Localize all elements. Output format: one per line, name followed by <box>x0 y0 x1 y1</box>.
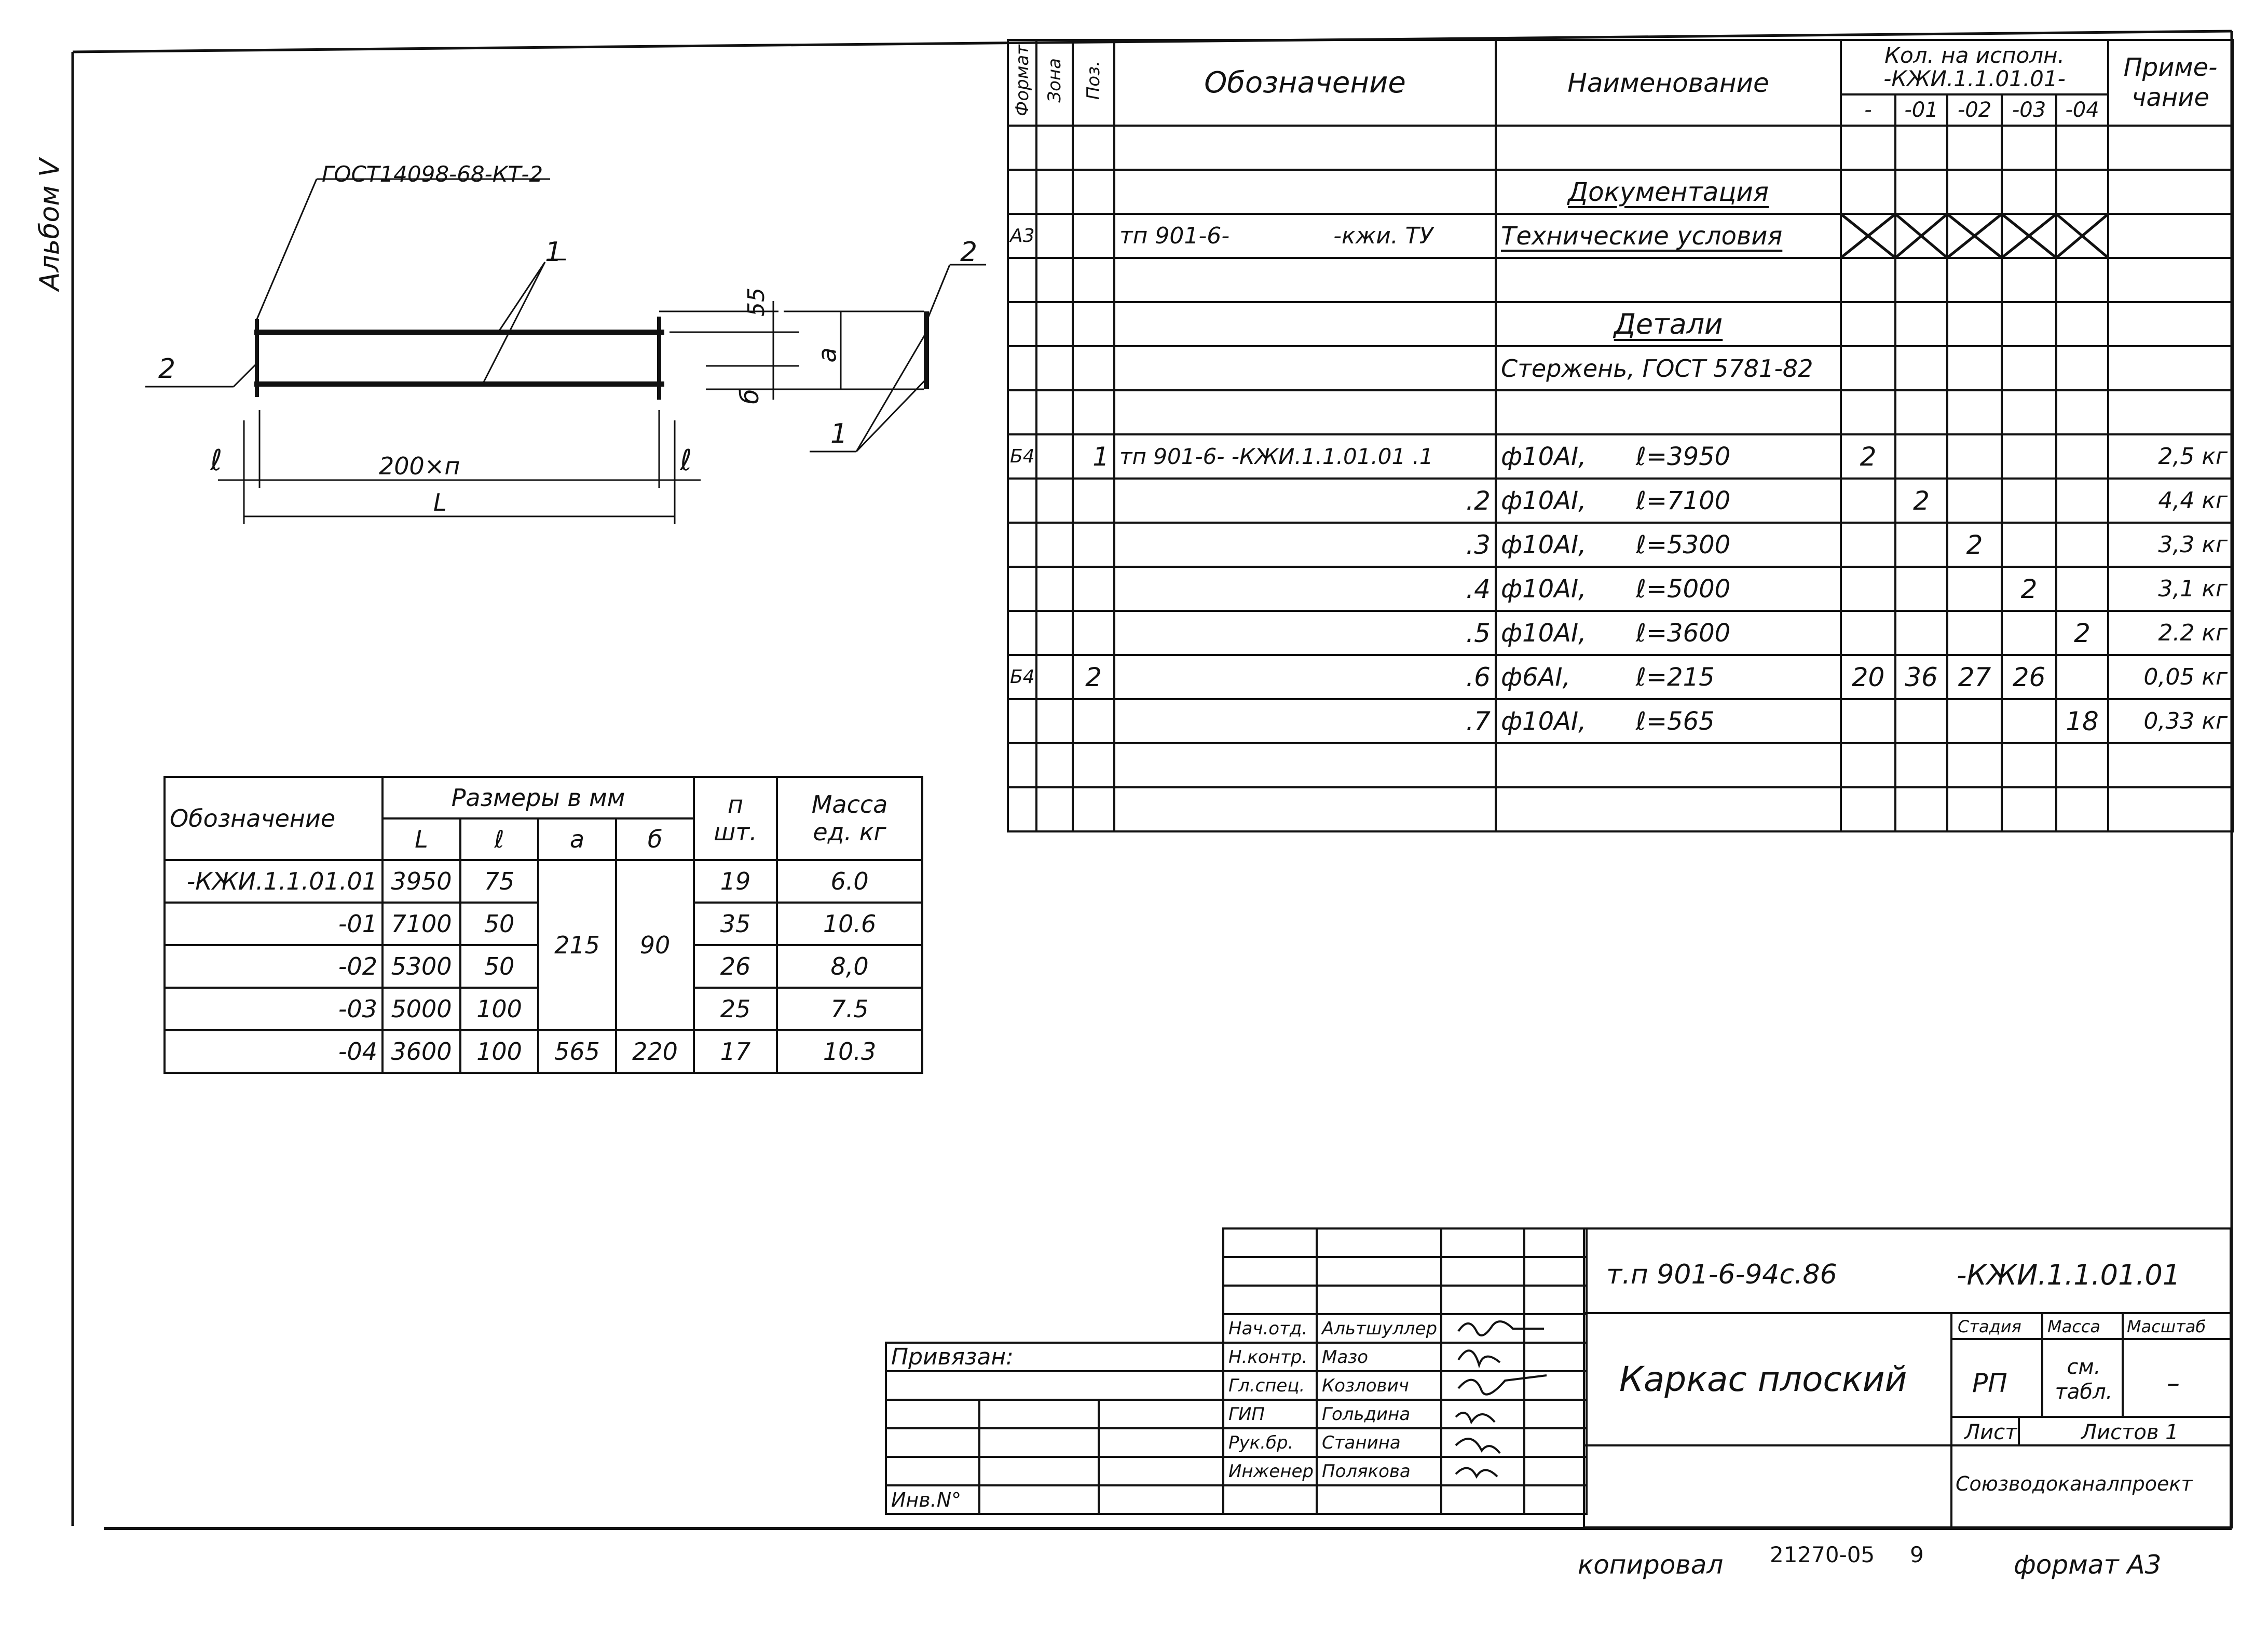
sizes-h-n: п шт. <box>693 776 778 861</box>
spec-h-name: Наименование <box>1495 39 1842 127</box>
spec-h-designation: Обозначение <box>1113 39 1497 127</box>
sheet-label: Лист <box>1964 1421 2017 1444</box>
signature <box>1440 1342 1525 1372</box>
footer-format: формат А3 <box>2014 1550 2162 1580</box>
footer-sheet: 9 <box>1910 1542 1924 1567</box>
cross-mark <box>2055 213 2110 259</box>
sizes-h-designation: Обозначение <box>163 776 384 861</box>
sizes-h-L: L <box>381 817 461 861</box>
section-docs: Документация <box>1568 176 1769 207</box>
footer-code: 21270-05 <box>1770 1542 1875 1567</box>
spec-h-qty: Кол. на исполн. -КЖИ.1.1.01.01- <box>1839 39 2110 95</box>
table-row: -КЖИ.1.1.01.01 3950 75 215 90 19 6.0 <box>163 859 924 1031</box>
callout-2-left: 2 <box>158 353 176 385</box>
table-row: А3 тп 901-6--кжи. ТУ Технические условия <box>1007 213 2234 259</box>
signature <box>1440 1427 1525 1458</box>
table-row: -03 5000 100 25 7.5 <box>163 987 924 1031</box>
bound-to-label: Привязан: <box>885 1342 1224 1372</box>
table-row: -01 7100 50 35 10.6 <box>163 902 924 946</box>
sizes-h-mass: Масса ед. кг <box>776 776 924 861</box>
sizes-h-a: а <box>537 817 617 861</box>
dim-200n: 200×п <box>379 452 460 480</box>
spec-h-note: Приме- чание <box>2107 39 2234 127</box>
table-row: .5 ф10АI,ℓ=3600 2 2.2 кг <box>1007 610 2234 656</box>
mass-value: см. табл. <box>2055 1355 2113 1404</box>
cross-mark <box>1840 213 1896 259</box>
doc-tech-conditions: Технические условия <box>1501 221 1783 251</box>
table-row: Б4 1 тп 901-6- -КЖИ.1.1.01.01 .1 ф10АI,ℓ… <box>1007 433 2234 480</box>
footer-copied: копировал <box>1578 1550 1724 1580</box>
sheets-label: Листов 1 <box>2081 1421 2179 1444</box>
table-row: .3 ф10АI,ℓ=5300 2 3,3 кг <box>1007 522 2234 568</box>
page-title: Каркас плоский <box>1619 1359 1907 1399</box>
spec-table: Формат Зона Поз. Обозначение Наименовани… <box>1007 39 2234 832</box>
sizes-a-last: 565 <box>537 1029 617 1074</box>
cross-mark <box>1894 213 1948 259</box>
cross-mark <box>1946 213 2003 259</box>
sub-section: Стержень, ГОСТ 5781-82 <box>1495 345 1842 391</box>
table-row: .4 ф10АI,ℓ=5000 2 3,1 кг <box>1007 566 2234 612</box>
table-row: .2 ф10АI,ℓ=7100 2 4,4 кг <box>1007 477 2234 524</box>
table-row: .7 ф10АI,ℓ=565 18 0,33 кг <box>1007 698 2234 744</box>
callout-1-right: 1 <box>830 418 848 449</box>
sizes-b-merged: 90 <box>614 859 695 1031</box>
doc-suffix: -КЖИ.1.1.01.01 <box>1957 1259 2181 1291</box>
organization: Союзводоканалпроект <box>1956 1472 2193 1495</box>
mass-header: Масса <box>2047 1317 2101 1336</box>
stage-header: Стадия <box>1958 1317 2021 1336</box>
callout-2-right: 2 <box>960 237 978 268</box>
sizes-h-b: б <box>614 817 695 861</box>
scale-value: – <box>2167 1368 2180 1398</box>
standard-label: ГОСТ14098-68-КТ-2 <box>322 161 543 187</box>
sizes-b-last: 220 <box>614 1029 695 1074</box>
inv-no: Инв.N° <box>885 1484 980 1515</box>
sizes-a-merged: 215 <box>537 859 617 1031</box>
doc-code: т.п 901-6-94с.86 <box>1606 1259 1837 1290</box>
signature <box>1440 1370 1525 1401</box>
scale-header: Масштаб <box>2127 1317 2206 1336</box>
cross-mark <box>2001 213 2057 259</box>
dim-L: L <box>433 488 447 516</box>
sizes-table: Обозначение Размеры в мм п шт. Масса ед.… <box>163 776 924 1074</box>
sizes-h-l: ℓ <box>459 817 539 861</box>
signature <box>1440 1456 1525 1486</box>
table-row: -04 3600 100 565 220 17 10.3 <box>163 1029 924 1074</box>
dim-l-right: ℓ <box>680 444 692 477</box>
table-row: Б4 2 .6 ф6АI,ℓ=215 20 36 27 26 0,05 кг <box>1007 654 2234 700</box>
table-row: -02 5300 50 26 8,0 <box>163 944 924 989</box>
title-block-right <box>1583 1227 2232 1528</box>
section-parts: Детали <box>1614 308 1723 340</box>
callout-1-top: 1 <box>545 237 563 268</box>
title-block-left: Нач.отд. Альтшуллер Привязан: Н.контр. М… <box>885 1227 1588 1515</box>
sizes-h-sizes: Размеры в мм <box>381 776 695 820</box>
stage-value: РП <box>1972 1368 2007 1398</box>
dim-l-left: ℓ <box>210 444 223 477</box>
